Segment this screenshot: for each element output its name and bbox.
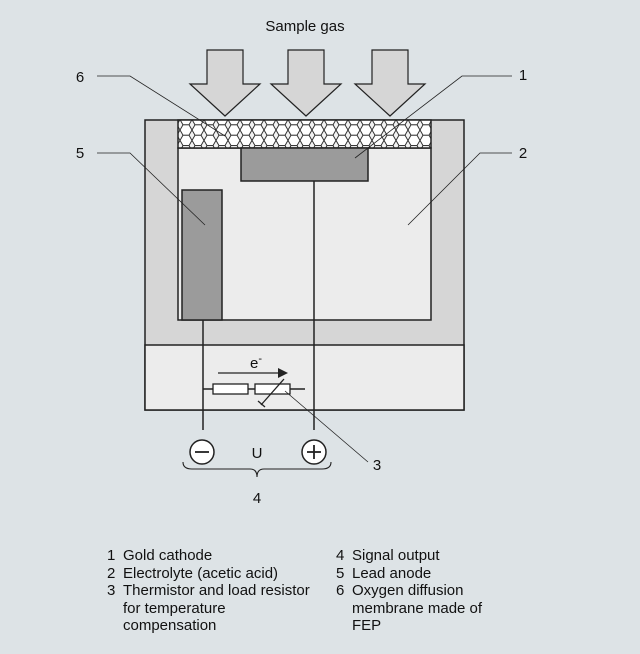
lead-anode [181,189,223,321]
legend-num: 2 [107,564,116,582]
arrowhead-icon [278,368,288,378]
callout-6: 6 [76,69,84,86]
legend-num: 4 [336,547,345,564]
legend-item: 5 Lead anode [336,565,516,583]
legend-text: Oxygen diffusion membrane made of FEP [352,582,483,634]
callout-3: 3 [373,457,381,474]
leader-lines [97,75,512,463]
load-resistor [212,383,249,395]
legend-text: Thermistor and load resistor for tempera… [123,582,310,634]
callout-2: 2 [519,145,527,162]
legend-text: Lead anode [352,564,432,582]
gas-flow-arrows [188,49,427,117]
electron-label: e- [250,353,262,372]
legend-text: Signal output [352,547,440,564]
gas-arrow-icon [353,49,427,117]
gas-arrow-icon [269,49,343,117]
legend-item: 4 Signal output [336,547,516,565]
electronics-compartment [144,344,465,411]
legend-num: 6 [336,582,345,599]
legend-item: 6 Oxygen diffusion membrane made of FEP [336,582,516,635]
legend-left: 1 Gold cathode 2 Electrolyte (acetic acid)… [107,547,327,635]
thermistor [254,383,291,395]
callout-4: 4 [253,490,261,507]
diffusion-membrane [177,119,432,149]
legend-num: 1 [107,547,116,564]
legend-num: 3 [107,582,116,599]
legend-num: 5 [336,564,345,582]
brace-icon [182,461,332,478]
legend-item: 1 Gold cathode [107,547,327,565]
gas-arrow-icon [188,49,262,117]
sample-gas-label: Sample gas [265,18,344,35]
legend-item: 3 Thermistor and load resistor for temper… [107,582,327,635]
callout-5: 5 [76,145,84,162]
voltage-label: U [252,445,263,462]
legend-item: 2 Electrolyte (acetic acid) [107,565,327,583]
legend-right: 4 Signal output 5 Lead anode 6 Oxygen diffu… [336,547,516,635]
legend-text: Electrolyte (acetic acid) [123,564,279,582]
thermistor-slash-icon [257,378,285,408]
legend-text: Gold cathode [123,547,213,564]
gold-cathode [240,147,369,182]
callout-1: 1 [519,67,527,84]
